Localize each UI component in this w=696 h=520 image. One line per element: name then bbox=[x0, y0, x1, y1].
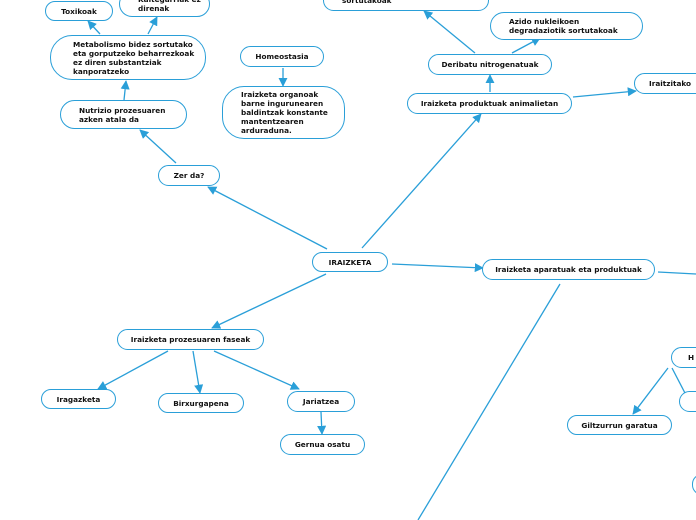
edge-root-aparatuak bbox=[391, 263, 484, 273]
node-birxurgapena[interactable]: Birxurgapena bbox=[158, 393, 244, 413]
node-h-partial[interactable]: H bbox=[671, 347, 696, 368]
node-jariatzea[interactable]: Jariatzea bbox=[287, 391, 355, 412]
node-toxikoak[interactable]: Toxikoak bbox=[45, 1, 113, 21]
node-nutrizio[interactable]: Nutrizio prozesuaren azken atala da bbox=[60, 100, 187, 129]
node-homeostasia[interactable]: Homeostasia bbox=[240, 46, 324, 67]
edge-faseak-iragazketa bbox=[97, 350, 169, 390]
edge-root-faseak bbox=[211, 273, 327, 329]
node-gernua-osatu[interactable]: Gernua osatu bbox=[280, 434, 365, 455]
node-sortutakoak[interactable]: sortutakoak bbox=[323, 0, 489, 11]
node-partial-right-1[interactable] bbox=[679, 391, 696, 412]
edge-aparatuak-right bbox=[657, 271, 696, 275]
edge-h-right bbox=[671, 367, 687, 396]
edge-deribatu-sortutakoak bbox=[423, 10, 476, 54]
node-metabolismo[interactable]: Metabolismo bidez sortutako eta gorputze… bbox=[50, 35, 206, 80]
edge-produktuak-iraitzitako bbox=[572, 87, 637, 98]
edge-metabolismo-toxikoak bbox=[87, 20, 101, 35]
node-aparatuak-produktuak[interactable]: Iraizketa aparatuak eta produktuak bbox=[482, 259, 655, 280]
node-azido-nukleikoen[interactable]: Azido nukleikoen degradaziotik sortutako… bbox=[490, 12, 643, 40]
edge-faseak-birxurgapena bbox=[192, 350, 204, 394]
edge-nutrizio-metabolismo bbox=[120, 80, 130, 101]
edge-h-giltzurrun bbox=[632, 367, 669, 415]
node-deribatu-nitrogenatuak[interactable]: Deribatu nitrogenatuak bbox=[428, 54, 552, 75]
node-giltzurrun-garatua[interactable]: Giltzurrun garatua bbox=[567, 415, 672, 435]
edge-faseak-jariatzea bbox=[213, 350, 300, 390]
edge-zerda-nutrizio bbox=[139, 129, 177, 164]
node-kaltegarriak[interactable]: Kaltegarriak ez direnak bbox=[119, 0, 210, 17]
edge-jariatzea-gernua bbox=[317, 411, 327, 435]
node-zer-da[interactable]: Zer da? bbox=[158, 165, 220, 186]
edge-metabolismo-kaltegarriak bbox=[147, 16, 158, 35]
node-iragazketa[interactable]: Iragazketa bbox=[41, 389, 116, 409]
node-faseak[interactable]: Iraizketa prozesuaren faseak bbox=[117, 329, 264, 350]
edge-deribatu-azido bbox=[511, 37, 541, 54]
node-iraitzitako[interactable]: Iraitzitako bbox=[634, 73, 696, 94]
edge-root-zerda bbox=[207, 186, 328, 250]
edge-root-produktuak bbox=[361, 113, 482, 249]
node-homeostasia-def[interactable]: Iraizketa organoak barne ingurunearen ba… bbox=[222, 86, 345, 139]
node-root-iraizketa[interactable]: IRAIZKETA bbox=[312, 252, 388, 272]
node-produktuak-animalietan[interactable]: Iraizketa produktuak animalietan bbox=[407, 93, 572, 114]
edge-aparatuak-down bbox=[417, 283, 561, 520]
